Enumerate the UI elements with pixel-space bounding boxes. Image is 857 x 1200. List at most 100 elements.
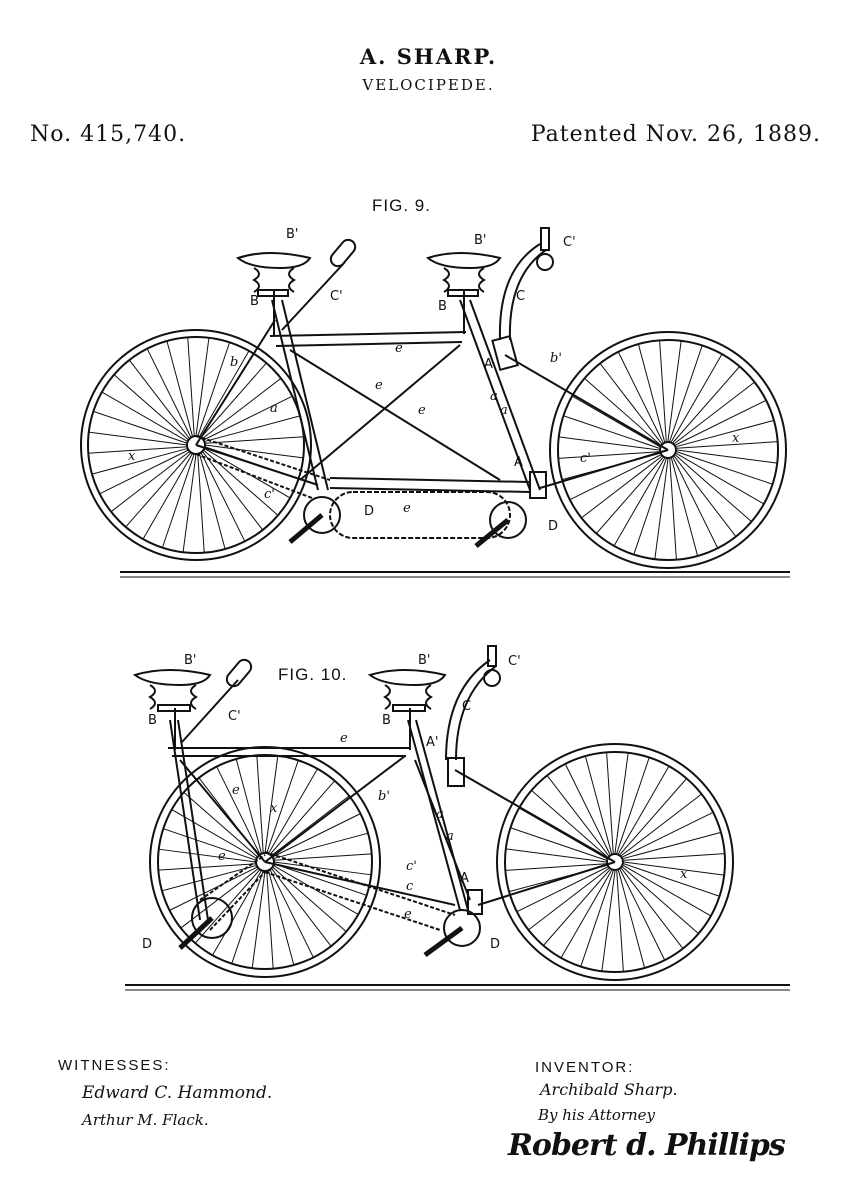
part-label: B — [438, 299, 447, 314]
spoke — [667, 340, 682, 442]
drive-chains-2 — [178, 851, 481, 958]
spoke — [195, 337, 210, 437]
handlebars — [281, 227, 554, 341]
spoke — [571, 395, 660, 447]
spoke — [654, 458, 669, 560]
spoke — [101, 391, 188, 442]
spoke — [264, 755, 279, 854]
spoke — [256, 755, 264, 854]
part-label: x — [732, 431, 740, 446]
spoke — [180, 867, 259, 929]
part-label: B' — [418, 653, 431, 668]
spoke — [88, 446, 188, 454]
frame — [195, 299, 669, 499]
spoke — [272, 866, 347, 933]
spoke — [204, 444, 304, 459]
spoke — [266, 870, 274, 969]
spoke — [558, 451, 660, 459]
spoke — [158, 848, 257, 863]
part-label: e — [232, 783, 240, 798]
spoke — [201, 451, 264, 531]
spoke — [616, 870, 624, 972]
part-label: b' — [550, 351, 562, 366]
spoke — [231, 870, 264, 964]
spoke — [672, 366, 740, 443]
spoke — [199, 350, 250, 437]
part-label: e — [375, 378, 383, 393]
spoke — [125, 452, 192, 528]
part-label: e — [340, 731, 348, 746]
by-attorney-text: By his Attorney — [538, 1106, 656, 1124]
spoke — [560, 870, 612, 959]
spoke — [200, 452, 246, 542]
spoke — [531, 790, 608, 858]
spoke — [266, 760, 299, 854]
part-label: c' — [406, 859, 417, 874]
spoke — [203, 395, 293, 441]
part-label: B' — [286, 227, 299, 242]
figure-10-label: FIG. 10. — [278, 665, 348, 684]
spoke — [251, 870, 266, 969]
spoke — [672, 457, 719, 549]
attorney-signature: Robert d. Phillips — [508, 1128, 786, 1163]
spoke — [516, 866, 608, 913]
patent-date: Patented Nov. 26, 1889. — [530, 122, 821, 147]
spoke — [204, 436, 304, 444]
spoke — [272, 813, 361, 858]
spoke — [88, 431, 188, 446]
part-label: b — [230, 355, 238, 370]
part-label: c' — [580, 451, 591, 466]
spoke — [216, 766, 261, 855]
spoke — [606, 752, 614, 854]
spoke — [623, 853, 725, 861]
spoke — [268, 768, 318, 854]
spoke — [166, 340, 194, 437]
spoke — [613, 458, 665, 547]
spoke — [584, 378, 661, 446]
spoke — [212, 870, 262, 956]
spoke — [273, 865, 359, 915]
part-label: D — [490, 937, 500, 952]
spoke — [670, 458, 699, 557]
spoke — [183, 791, 258, 858]
part-label: b' — [378, 789, 390, 804]
spoke — [110, 450, 190, 513]
invention-title: VELOCIPEDE. — [362, 76, 495, 94]
part-label: C' — [563, 235, 576, 250]
spoke — [564, 763, 611, 855]
part-label: B — [148, 713, 157, 728]
part-label: x — [270, 801, 278, 816]
inventor-label: INVENTOR: — [535, 1059, 635, 1076]
spoke — [270, 868, 332, 947]
rear-wheel-2 — [149, 746, 381, 978]
spoke — [187, 337, 195, 437]
part-label: D — [142, 937, 152, 952]
spoke — [171, 809, 257, 859]
spoke — [671, 353, 723, 442]
spoke — [675, 454, 752, 522]
drive-chains — [195, 435, 527, 548]
spoke — [528, 867, 609, 931]
part-label: x — [680, 867, 688, 882]
spoke — [91, 447, 188, 475]
part-label: c' — [264, 487, 275, 502]
spoke — [197, 342, 231, 437]
part-label: A' — [426, 735, 438, 750]
witness-signature-2: Arthur M. Flack. — [82, 1111, 209, 1129]
spoke — [620, 868, 684, 949]
spoke — [621, 793, 702, 857]
part-label: C — [462, 699, 471, 714]
spoke — [676, 419, 775, 448]
spoke — [633, 458, 667, 555]
witness-signature-1: Edward C. Hammond. — [82, 1083, 273, 1103]
spoke — [142, 453, 193, 540]
spoke — [161, 453, 195, 548]
spoke — [204, 415, 301, 443]
spoke — [569, 454, 661, 501]
spoke — [202, 377, 282, 440]
part-label: e — [403, 501, 411, 516]
spoke — [619, 778, 687, 855]
spoke — [273, 863, 367, 896]
spoke — [235, 758, 263, 854]
